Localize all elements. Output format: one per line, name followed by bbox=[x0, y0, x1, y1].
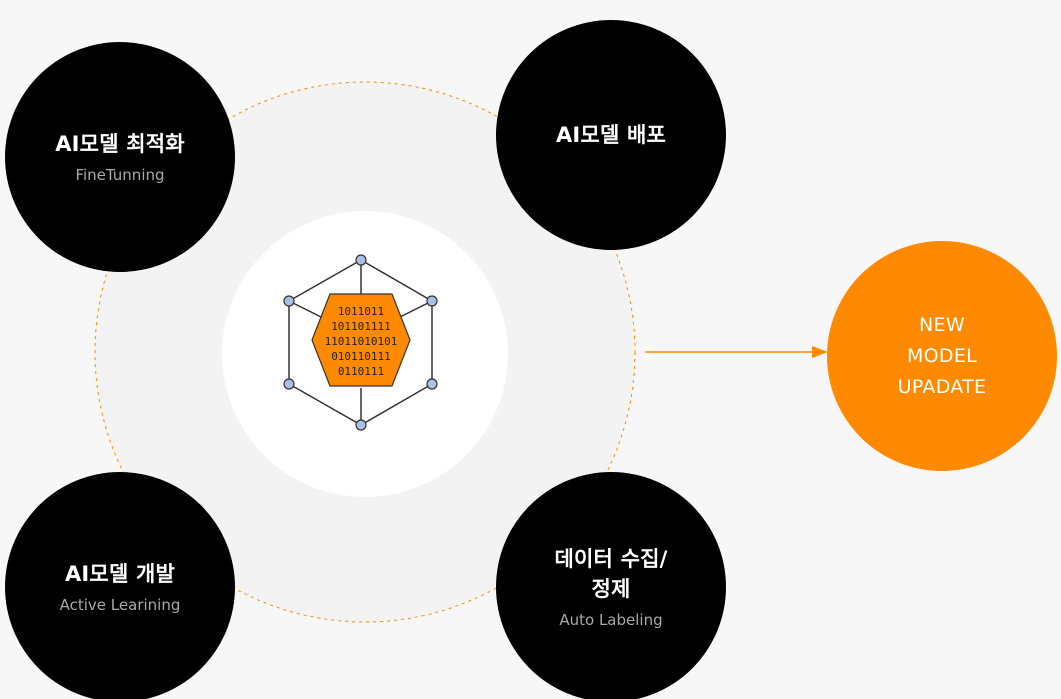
vertex-node bbox=[283, 295, 295, 307]
node-title: 데이터 수집/ 정제 bbox=[554, 547, 668, 601]
new-model-line-3: UPADATE bbox=[897, 375, 987, 398]
node-title: AI모델 개발 bbox=[64, 562, 176, 586]
vertex-node bbox=[355, 419, 367, 431]
vertex-node bbox=[283, 378, 295, 390]
binary-line-1: 1011011 bbox=[338, 305, 384, 318]
node-ai-model-development: AI모델 개발 Active Learining bbox=[5, 472, 235, 699]
vertex-node bbox=[426, 295, 438, 307]
node-data-collection: 데이터 수집/ 정제 Auto Labeling bbox=[496, 472, 726, 699]
binary-cube-icon: 1011011 101101111 11011010101 010110111 … bbox=[283, 254, 438, 431]
node-ai-model-deploy: AI모델 배포 bbox=[496, 20, 726, 250]
vertex-node bbox=[426, 378, 438, 390]
new-model-line-2: MODEL bbox=[906, 344, 978, 367]
binary-line-2: 101101111 bbox=[331, 320, 391, 333]
node-title: AI모델 최적화 bbox=[55, 132, 185, 156]
new-model-line-1: NEW bbox=[919, 313, 965, 336]
binary-line-5: 0110111 bbox=[338, 365, 384, 378]
node-subtitle: Auto Labeling bbox=[559, 611, 663, 629]
node-subtitle: FineTunning bbox=[75, 166, 165, 184]
vertex-node bbox=[355, 254, 367, 266]
binary-line-3: 11011010101 bbox=[325, 335, 398, 348]
node-ai-model-optimization: AI모델 최적화 FineTunning bbox=[5, 42, 235, 272]
new-model-update-node: NEW MODEL UPADATE bbox=[827, 241, 1057, 471]
arrowhead bbox=[812, 346, 828, 358]
node-subtitle: Active Learining bbox=[59, 596, 181, 614]
node-title: AI모델 배포 bbox=[555, 123, 667, 147]
binary-hexagon bbox=[311, 293, 411, 387]
binary-line-4: 010110111 bbox=[331, 350, 391, 363]
